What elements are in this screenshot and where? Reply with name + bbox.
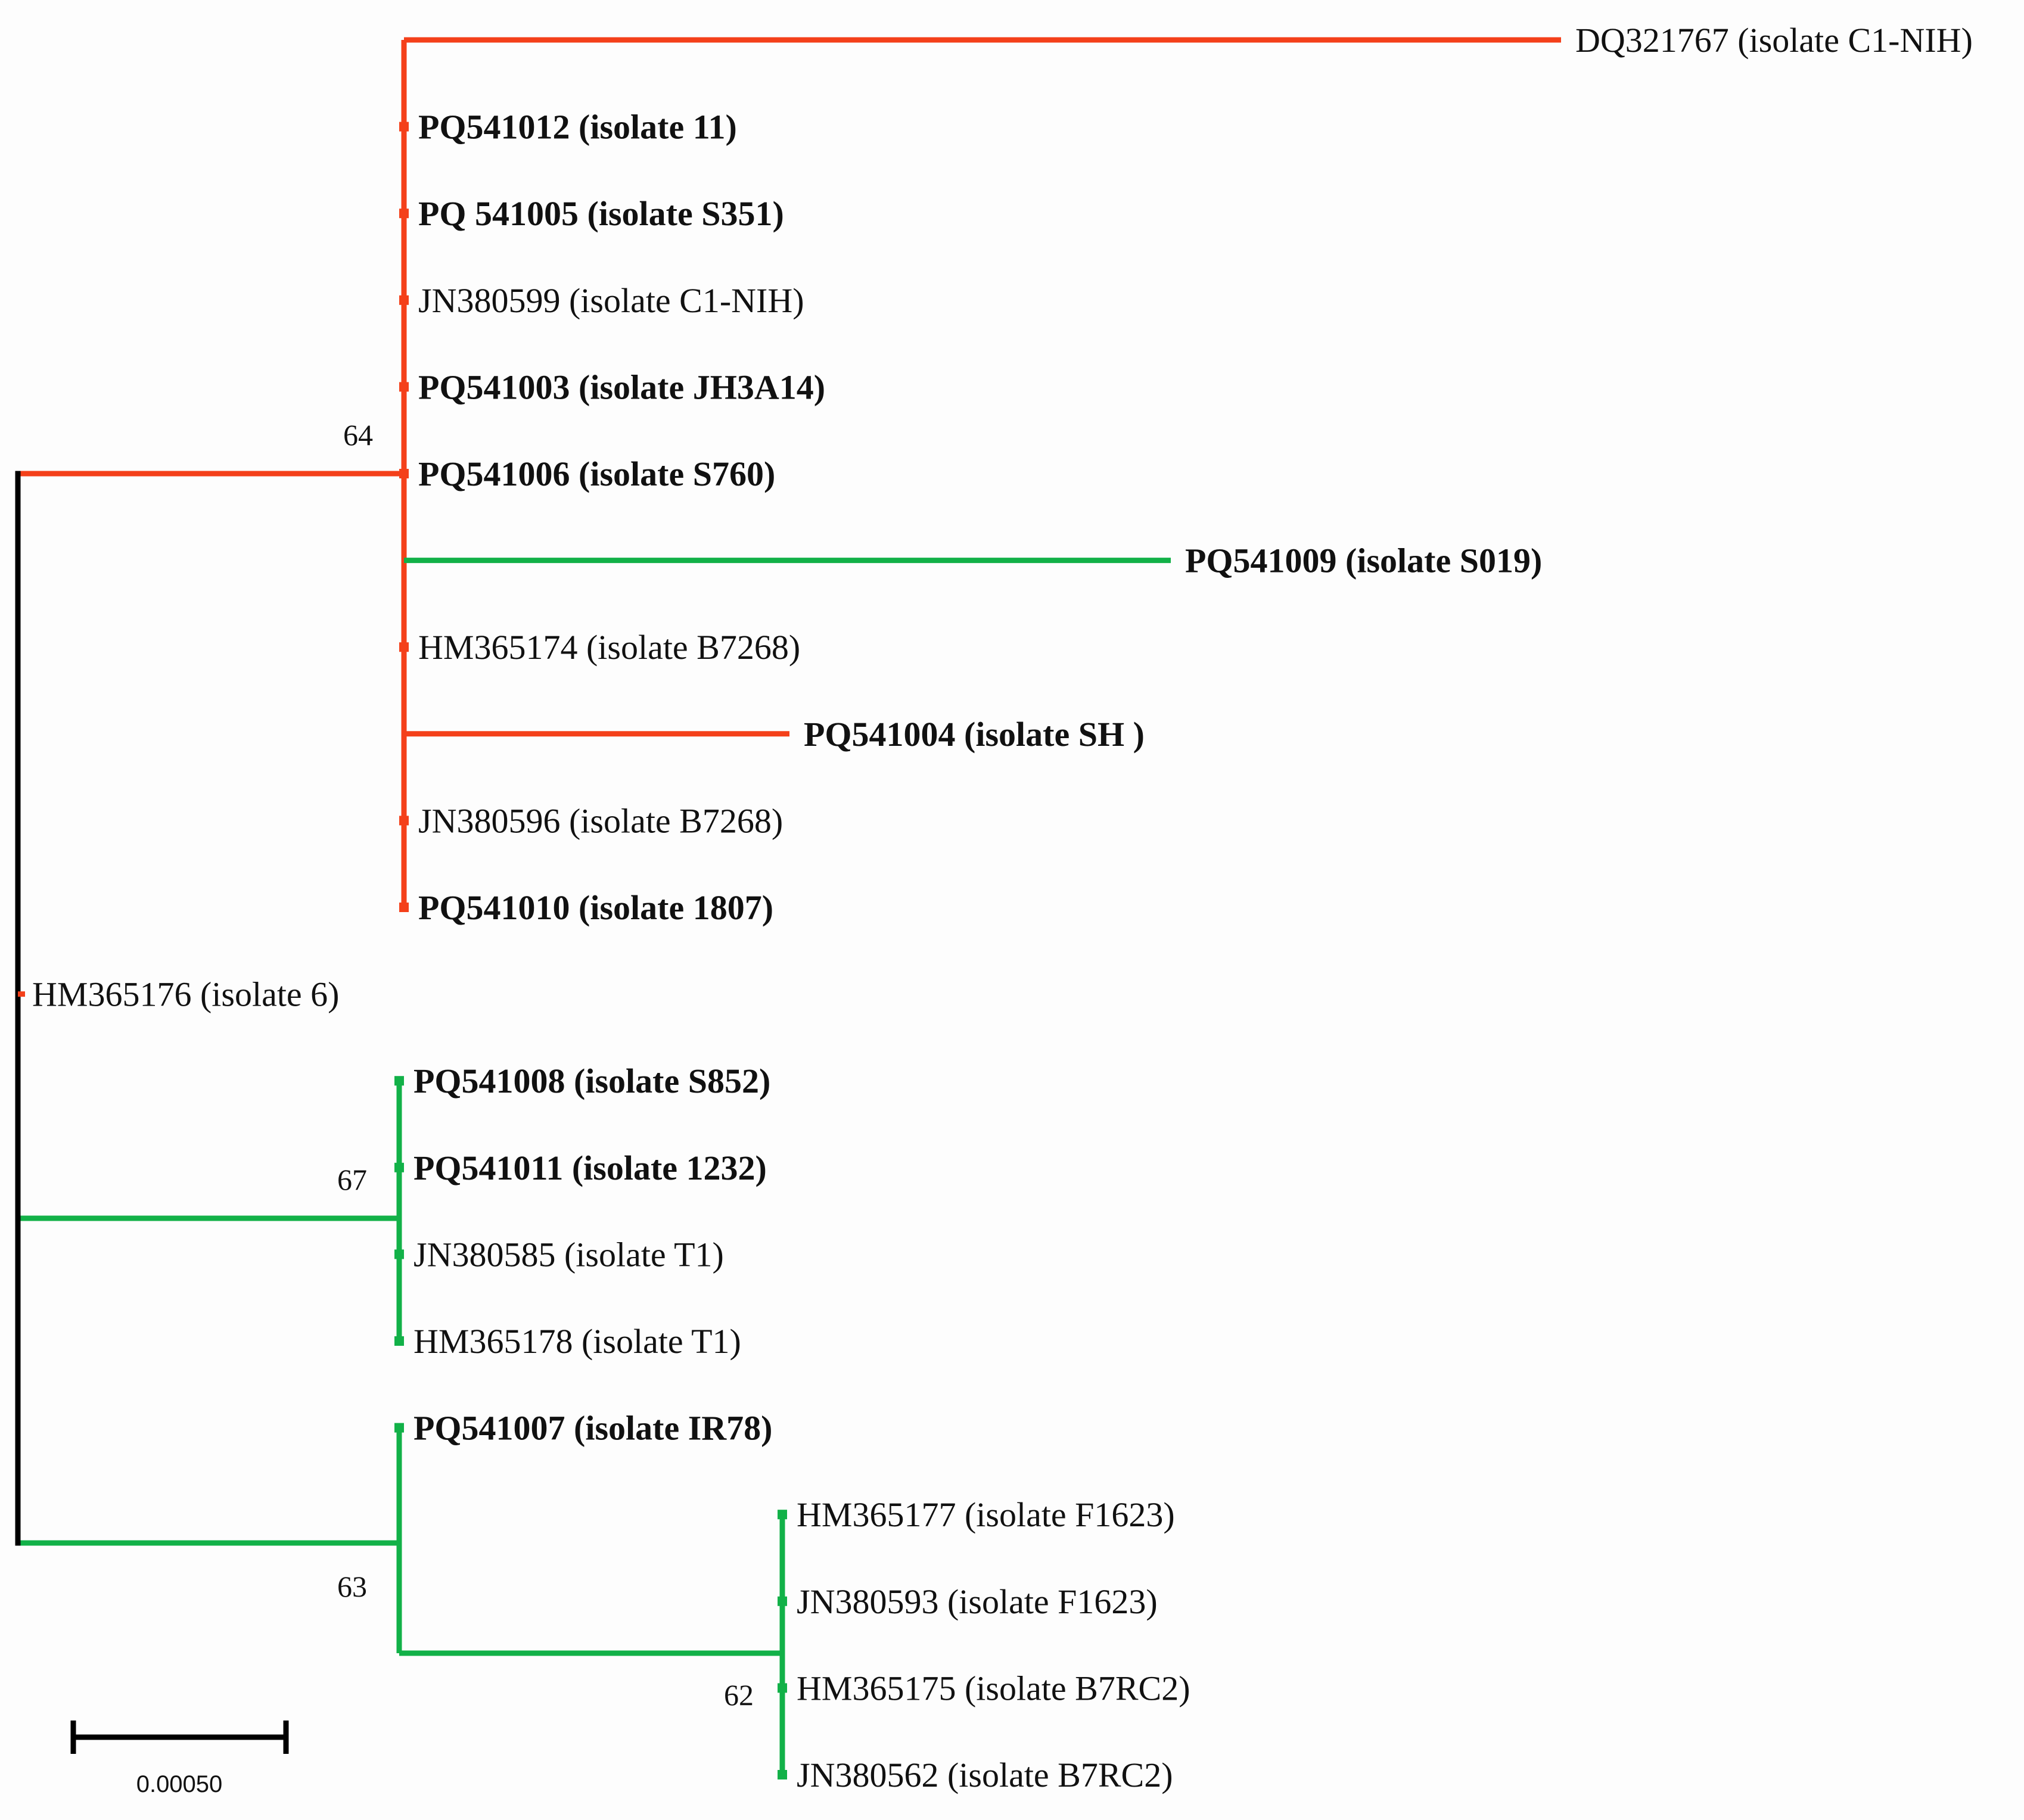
leaf-labels: DQ321767 (isolate C1-NIH) PQ541012 (isola… (32, 21, 1973, 1794)
bootstrap-value: 67 (337, 1163, 367, 1196)
leaf-label-JN380593: JN380593 (isolate F1623) (797, 1582, 1158, 1621)
leaf-tip-JN380596 (399, 816, 409, 826)
leaf-label-DQ321767: DQ321767 (isolate C1-NIH) (1575, 21, 1973, 60)
leaf-tip-PQ541008 (394, 1076, 404, 1086)
leaf-label-HM365176: HM365176 (isolate 6) (32, 975, 340, 1014)
leaf-tip-PQ541007 (394, 1423, 404, 1433)
leaf-tip-PQ541011 (394, 1162, 404, 1172)
leaf-label-HM365174: HM365174 (isolate B7268) (418, 628, 800, 667)
scale-bar: 0.00050 (70, 1721, 289, 1797)
leaf-label-PQ541006: PQ541006 (isolate S760) (418, 455, 775, 493)
bootstrap-value: 62 (724, 1678, 754, 1712)
leaf-tip-JN380593 (778, 1596, 787, 1606)
bootstrap-value: 63 (337, 1570, 367, 1603)
leaf-tip-PQ541005 (399, 209, 409, 219)
leaf-tip-PQ541010 (399, 903, 409, 912)
leaf-tip-JN380585 (394, 1249, 404, 1259)
leaf-tip-PQ541003 (399, 382, 409, 392)
bootstrap-value: 64 (343, 418, 373, 452)
leaf-tip-PQ541012 (399, 122, 409, 132)
leaf-tip-HM365175 (778, 1683, 787, 1693)
leaf-tip-HM365178 (394, 1336, 404, 1346)
leaf-label-JN380599: JN380599 (isolate C1-NIH) (418, 281, 804, 320)
leaf-label-HM365175: HM365175 (isolate B7RC2) (797, 1669, 1190, 1707)
leaf-label-PQ541011: PQ541011 (isolate 1232) (413, 1149, 767, 1187)
leaf-label-PQ541012: PQ541012 (isolate 11) (418, 108, 737, 147)
leaf-tip-JN380562 (778, 1770, 787, 1779)
leaf-label-PQ541007: PQ541007 (isolate IR78) (413, 1409, 773, 1448)
leaf-tip-HM365177 (778, 1510, 787, 1520)
leaf-label-JN380596: JN380596 (isolate B7268) (418, 801, 783, 840)
leaf-tip-HM365174 (399, 642, 409, 652)
leaf-label-JN380585: JN380585 (isolate T1) (413, 1235, 724, 1274)
leaf-label-PQ541004: PQ541004 (isolate SH ) (804, 715, 1145, 754)
scale-bar-label: 0.00050 (136, 1771, 223, 1797)
leaf-label-PQ541009: PQ541009 (isolate S019) (1185, 542, 1542, 580)
leaf-label-HM365177: HM365177 (isolate F1623) (797, 1495, 1175, 1534)
leaf-tip-PQ541006 (399, 469, 409, 478)
leaf-label-JN380562: JN380562 (isolate B7RC2) (797, 1756, 1173, 1794)
leaf-label-PQ541008: PQ541008 (isolate S852) (413, 1062, 770, 1100)
leaf-label-PQ541003: PQ541003 (isolate JH3A14) (418, 368, 825, 406)
leaf-label-PQ541005: PQ 541005 (isolate S351) (418, 194, 784, 233)
leaf-tip-JN380599 (399, 295, 409, 305)
tree-branches (15, 37, 1561, 1779)
leaf-label-HM365178: HM365178 (isolate T1) (413, 1322, 741, 1361)
bootstrap-values: 64 67 63 62 (337, 418, 754, 1712)
leaf-label-PQ541010: PQ541010 (isolate 1807) (418, 888, 773, 927)
